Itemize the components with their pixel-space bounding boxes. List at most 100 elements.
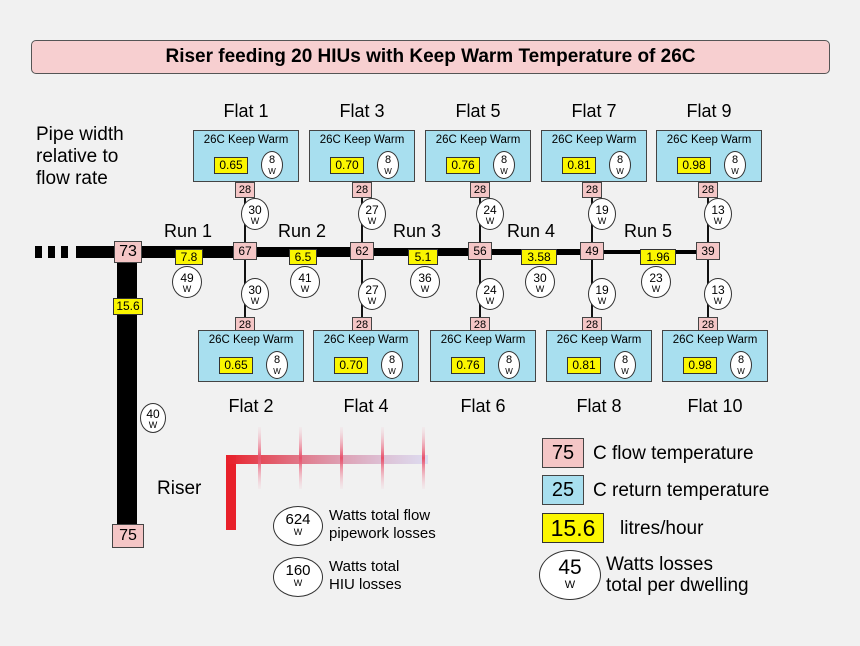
hiu-return-temp: 28 [698,182,718,198]
total-flow-losses-value: 624 [285,511,311,528]
hiu-flow-rate: 0.76 [451,357,485,374]
branch-loss-unit: W [597,296,607,306]
pipe-dash [35,246,42,258]
flat-name: Flat 9 [686,101,732,121]
run-label: Run 3 [393,221,442,241]
node-flow-temp: 39 [696,242,720,260]
legend-flow-temp-text: C flow temperature [593,443,754,464]
run-label: Run 5 [624,221,673,241]
hiu-loss-unit: W [505,367,513,376]
hiu-label: 26C Keep Warm [203,134,289,146]
flat-name: Flat 5 [455,101,501,121]
hiu-loss-value: 8 [268,154,276,166]
pipe-width-note-line: relative to [36,146,119,167]
branch-loss-value: 19 [595,203,609,217]
hiu-label: 26C Keep Warm [666,134,752,146]
hiu-flow-rate: 0.76 [446,157,480,174]
riser-graphic-vertical [226,455,236,530]
flat-name: Flat 3 [339,101,385,121]
flat-name: Flat 7 [571,101,617,121]
pipe-dash [61,246,68,258]
branch-loss-value: 30 [248,283,262,297]
branch-loss-value: 19 [595,283,609,297]
branch-loss-value: 24 [483,283,497,297]
flat-name: Flat 2 [228,396,274,416]
branch-loss-value: 30 [248,203,262,217]
run-loss-unit: W [300,284,310,294]
riser-graphic-branch [258,427,261,489]
main-flow-temp: 73 [114,241,142,263]
hiu-return-temp: 28 [470,317,490,333]
branch-loss-unit: W [597,216,607,226]
hiu-loss-unit: W [268,167,276,176]
total-hiu-losses-text-line: HIU losses [329,576,402,593]
run-label: Run 4 [507,221,556,241]
flat-name: Flat 8 [576,396,622,416]
node-flow-temp: 67 [233,242,257,260]
run-flow-rate: 1.96 [640,249,676,265]
total-hiu-losses-text: Watts total HIU losses [329,558,402,594]
hiu-loss-value: 8 [505,354,513,366]
run-label: Run 2 [278,221,327,241]
riser-label: Riser [157,478,202,499]
hiu-loss-unit: W [500,167,508,176]
hiu-loss-unit: W [737,367,745,376]
hiu-label: 26C Keep Warm [551,134,637,146]
hiu-return-temp: 28 [235,182,255,198]
legend-losses-unit: W [564,579,576,591]
run-flow-rate: 6.5 [289,249,317,265]
flat-name: Flat 10 [687,396,743,416]
run-loss-value: 36 [418,271,432,285]
node-flow-temp: 49 [580,242,604,260]
riser-graphic-branch [381,427,384,489]
legend-flow-rate-text: litres/hour [620,518,704,539]
hiu-label: 26C Keep Warm [672,334,758,346]
riser-graphic-branch [422,427,425,489]
hiu-flow-rate: 0.98 [677,157,711,174]
run-loss-unit: W [420,284,430,294]
run-loss-value: 30 [533,271,547,285]
hiu-loss-value: 8 [616,154,624,166]
branch-loss-value: 24 [483,203,497,217]
branch-loss-unit: W [713,216,723,226]
branch-loss-unit: W [485,216,495,226]
pipe-width-note-line: Pipe width [36,124,124,145]
legend-losses-text: Watts losses total per dwelling [606,554,749,596]
total-hiu-losses-text-line: Watts total [329,558,400,575]
hiu-loss-value: 8 [273,354,281,366]
total-hiu-losses-unit: W [293,578,303,588]
run-loss-unit: W [535,284,545,294]
pipe-dash [48,246,55,258]
hiu-loss-value: 8 [737,354,745,366]
hiu-flow-rate: 0.70 [330,157,364,174]
run-flow-rate: 3.58 [521,249,557,265]
hiu-label: 26C Keep Warm [440,334,526,346]
hiu-loss-value: 8 [500,154,508,166]
run-loss-value: 49 [180,271,194,285]
legend-losses-text-line: Watts losses [606,554,713,575]
hiu-return-temp: 28 [352,317,372,333]
hiu-loss-unit: W [388,367,396,376]
